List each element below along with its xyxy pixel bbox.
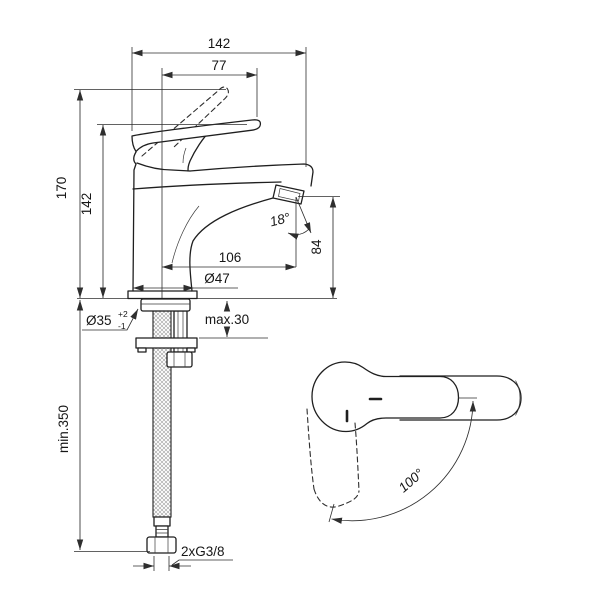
cap-lower-edge xyxy=(136,162,191,172)
dim-label-swivel-angle: 100° xyxy=(396,465,427,495)
dim-label-handle-width: 77 xyxy=(211,58,226,73)
dim-label-total-height: 170 xyxy=(54,177,69,200)
spout-shoulder-line xyxy=(132,181,282,190)
mounting-plate xyxy=(135,337,198,353)
dim-label-hole-diameter: Ø35 xyxy=(86,313,112,328)
dome-curve xyxy=(187,130,211,172)
dim-label-spout-height: 84 xyxy=(309,239,324,255)
dim-total-width: 142 xyxy=(132,36,306,57)
dim-hole-diameter: Ø35 +2 -1 xyxy=(82,308,139,331)
body-top-outline xyxy=(311,361,460,433)
handle-raised-dashed xyxy=(141,86,229,157)
body-front-edge xyxy=(132,151,137,292)
dim-label-body-height: 142 xyxy=(79,193,94,216)
handle-top-view: 100° xyxy=(306,361,522,524)
dim-spout-height: 84 xyxy=(309,197,337,298)
handle-lever xyxy=(131,119,262,153)
dim-label-mount-max: max.30 xyxy=(205,312,249,327)
aerator xyxy=(272,184,305,205)
spout-top-edge xyxy=(189,163,314,187)
dim-hose-min-length: min.350 xyxy=(56,300,84,550)
base-ring xyxy=(127,290,198,300)
dim-handle-width: 77 xyxy=(162,58,257,79)
lever-solid xyxy=(399,375,522,421)
dim-label-hole-tol-minus: -1 xyxy=(118,321,126,331)
dim-body-height: 142 xyxy=(79,125,107,298)
dim-label-hose-min: min.350 xyxy=(56,405,71,453)
dim-base-diameter: Ø47 xyxy=(133,271,238,292)
dim-label-base-diameter: Ø47 xyxy=(204,271,230,286)
dim-label-thread: 2xG3/8 xyxy=(181,544,225,559)
mounting-hardware xyxy=(135,298,198,554)
dim-label-spout-reach: 106 xyxy=(219,250,242,265)
spout-underside xyxy=(189,197,274,292)
dim-spray-angle: 18° xyxy=(268,196,312,240)
dim-thread: 2xG3/8 xyxy=(133,544,233,571)
dim-spout-reach: 106 xyxy=(162,197,297,271)
dim-label-hole-tol-plus: +2 xyxy=(118,309,128,319)
dim-total-height: 170 xyxy=(54,90,84,298)
dimensions: 142 77 170 142 min.350 84 xyxy=(54,36,340,571)
faucet-side-view xyxy=(77,86,337,554)
dim-label-spray-angle: 18° xyxy=(268,210,292,230)
mounting-nut xyxy=(166,351,193,368)
dim-mount-max: max.30 xyxy=(205,301,249,337)
spout-highlight-line xyxy=(171,205,200,264)
dim-label-total-width: 142 xyxy=(208,36,231,51)
base-flange xyxy=(140,298,191,312)
hose-end-fitting xyxy=(146,516,177,554)
